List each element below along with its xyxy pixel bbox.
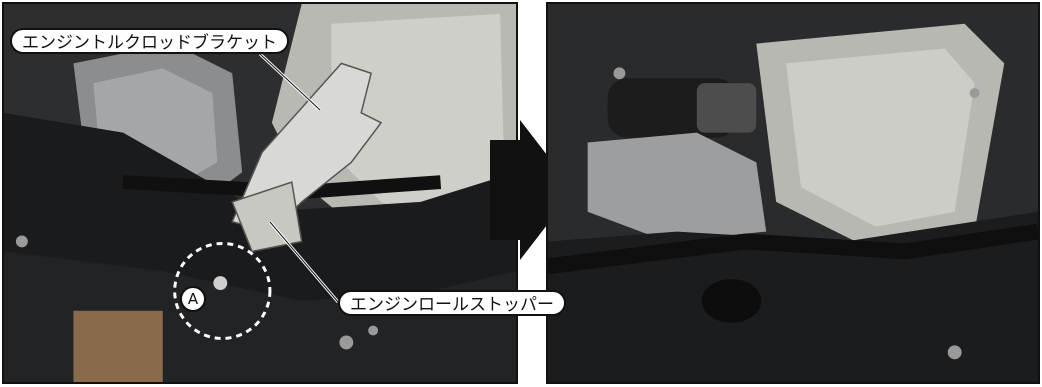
after-photo — [546, 2, 1040, 384]
marker-a: A — [180, 286, 206, 312]
before-photo-drawing — [4, 4, 516, 382]
stopper-callout: エンジンロールストッパー — [338, 290, 566, 316]
bracket-callout: エンジントルクロッドブラケット — [10, 28, 289, 54]
before-photo — [2, 2, 518, 384]
after-photo-drawing — [548, 4, 1038, 382]
